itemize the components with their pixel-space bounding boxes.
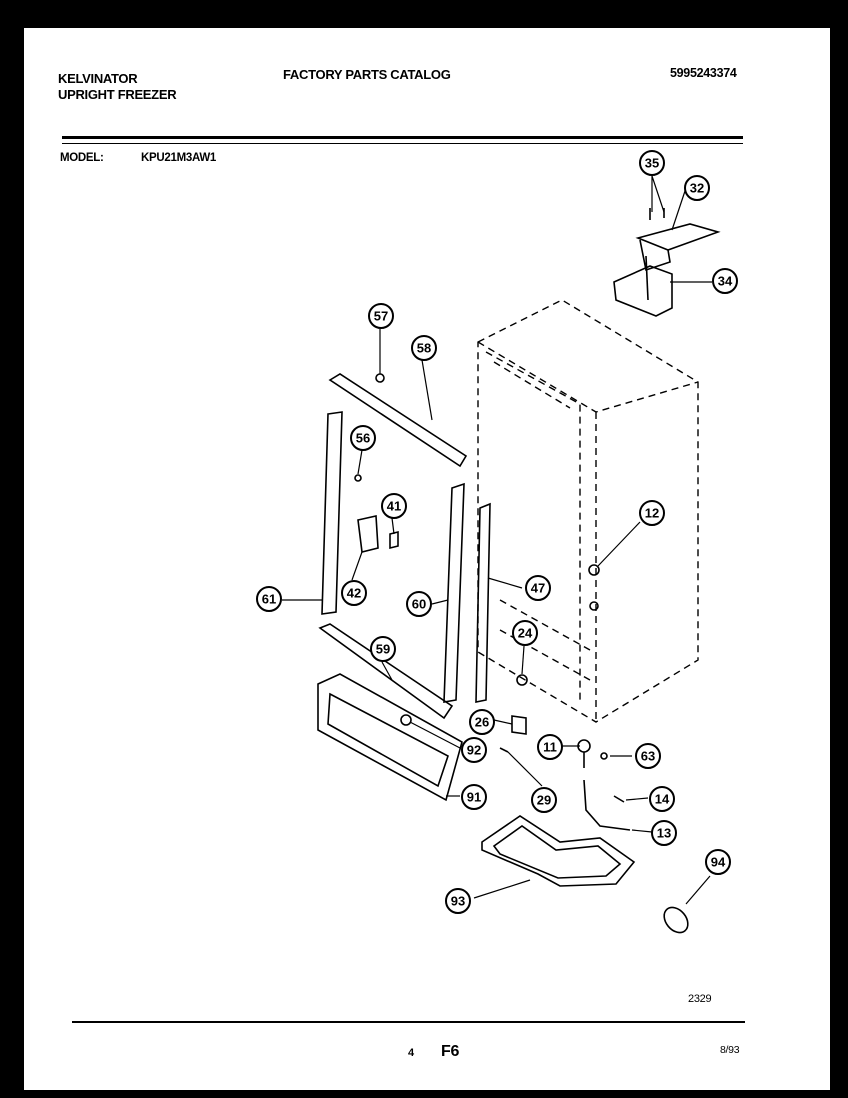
callout-13: 13 — [651, 820, 677, 846]
brand-block: KELVINATOR UPRIGHT FREEZER — [58, 71, 177, 103]
callout-93: 93 — [445, 888, 471, 914]
svg-text:92: 92 — [467, 743, 481, 758]
svg-text:93: 93 — [451, 894, 465, 909]
callout-12: 12 — [639, 500, 665, 526]
svg-text:24: 24 — [518, 626, 533, 641]
header-rule-thick — [62, 136, 743, 139]
callout-61: 61 — [256, 586, 282, 612]
catalog-number: 5995243374 — [670, 66, 737, 80]
top-hinge-drawing — [613, 208, 721, 317]
switch-drawing — [357, 515, 399, 553]
callout-35: 35 — [639, 150, 665, 176]
callout-26: 26 — [469, 709, 495, 735]
model-label: MODEL: — [60, 152, 104, 164]
callout-24: 24 — [512, 620, 538, 646]
svg-text:26: 26 — [475, 715, 489, 730]
figure-number: 2329 — [688, 993, 712, 1005]
callout-42: 42 — [341, 580, 367, 606]
svg-text:59: 59 — [376, 642, 390, 657]
drain-tube-drawing — [583, 779, 631, 831]
left-gasket-drawing — [321, 411, 343, 615]
page-number: 4 — [408, 1047, 414, 1059]
svg-text:63: 63 — [641, 749, 655, 764]
svg-text:11: 11 — [543, 740, 557, 755]
callout-14: 14 — [649, 786, 675, 812]
lower-panel-drawing — [317, 673, 463, 802]
callout-57: 57 — [368, 303, 394, 329]
paper-sheet — [24, 28, 830, 1090]
svg-text:91: 91 — [467, 790, 481, 805]
catalog-title: FACTORY PARTS CATALOG — [283, 67, 451, 82]
drain-pan-drawing — [481, 815, 636, 887]
svg-text:42: 42 — [347, 586, 361, 601]
callout-59: 59 — [370, 636, 396, 662]
svg-text:32: 32 — [690, 181, 704, 196]
svg-text:14: 14 — [655, 792, 670, 807]
svg-text:34: 34 — [718, 274, 733, 289]
callout-60: 60 — [406, 591, 432, 617]
callout-29: 29 — [531, 787, 557, 813]
svg-text:58: 58 — [417, 341, 431, 356]
callout-34: 34 — [712, 268, 738, 294]
footer-rule — [72, 1021, 745, 1023]
product-type: UPRIGHT FREEZER — [58, 87, 177, 102]
right-gasket-drawing — [443, 482, 465, 703]
svg-text:60: 60 — [412, 597, 426, 612]
callout-layer: 35 32 34 57 58 56 41 12 61 42 60 47 24 59 26 92 11 63 91 29… — [256, 150, 738, 914]
callout-92: 92 — [461, 737, 487, 763]
svg-text:12: 12 — [645, 506, 659, 521]
callout-11: 11 — [537, 734, 563, 760]
header-rule-thin — [62, 143, 743, 144]
leader-lines — [282, 175, 712, 905]
callout-58: 58 — [411, 335, 437, 361]
svg-text:47: 47 — [531, 581, 545, 596]
bottom-gasket-drawing — [318, 623, 454, 720]
section-code: F6 — [441, 1043, 460, 1060]
svg-text:56: 56 — [356, 431, 370, 446]
svg-text:61: 61 — [262, 592, 276, 607]
svg-text:57: 57 — [374, 309, 388, 324]
svg-text:13: 13 — [657, 826, 671, 841]
callout-56: 56 — [350, 425, 376, 451]
breaker-strip-drawing — [475, 502, 491, 703]
revision-date: 8/93 — [720, 1044, 740, 1056]
svg-text:29: 29 — [537, 793, 551, 808]
callout-41: 41 — [381, 493, 407, 519]
model-value: KPU21M3AW1 — [141, 152, 216, 164]
cabinet-outline — [477, 299, 699, 723]
svg-text:35: 35 — [645, 156, 659, 171]
callout-94: 94 — [705, 849, 731, 875]
top-gasket-drawing — [328, 373, 468, 468]
svg-text:41: 41 — [387, 499, 401, 514]
callout-63: 63 — [635, 743, 661, 769]
svg-text:94: 94 — [711, 855, 726, 870]
brand-name: KELVINATOR — [58, 71, 138, 86]
callout-47: 47 — [525, 575, 551, 601]
callout-32: 32 — [684, 175, 710, 201]
callout-91: 91 — [461, 784, 487, 810]
